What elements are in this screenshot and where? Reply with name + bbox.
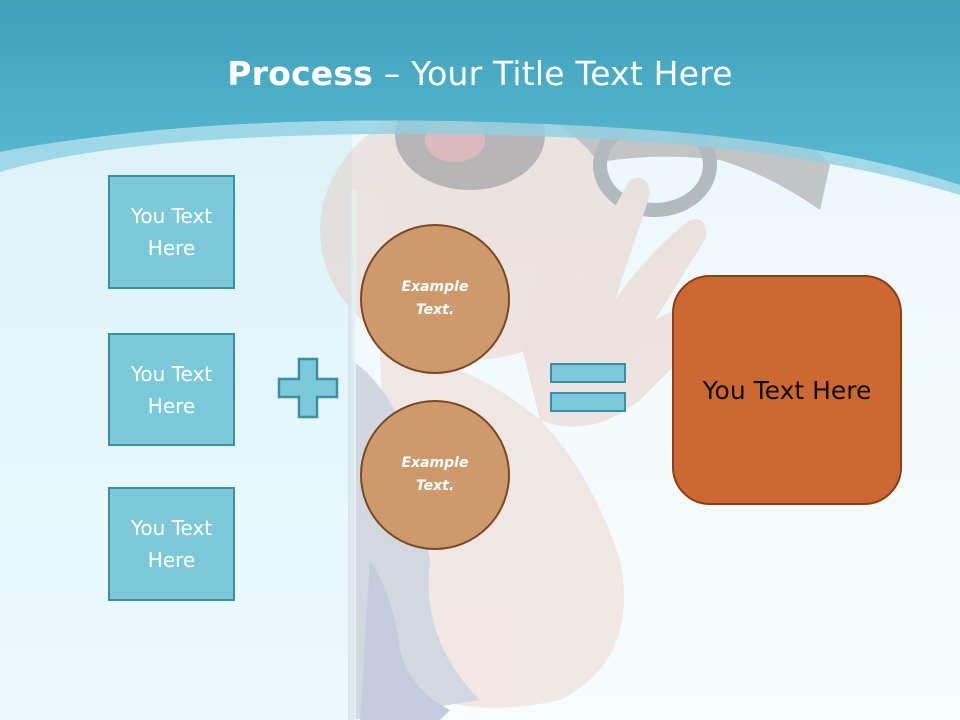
slide-title: Process – Your Title Text Here <box>0 52 960 96</box>
title-bold: Process <box>227 54 374 93</box>
equals-bar-top <box>550 363 626 383</box>
title-rest: – Your Title Text Here <box>373 54 733 93</box>
example-circle-1-label: Example Text. <box>401 279 469 318</box>
result-label: You Text Here <box>702 375 872 405</box>
equals-bar-bottom <box>550 392 626 412</box>
example-circle-1[interactable]: Example Text. <box>360 224 510 374</box>
input-box-2[interactable]: You Text Here <box>108 333 235 446</box>
example-circle-2-label: Example Text. <box>401 455 469 494</box>
input-box-2-label: You Text Here <box>130 361 213 418</box>
header-wave <box>0 0 960 195</box>
input-box-3-label: You Text Here <box>130 516 213 572</box>
input-box-3[interactable]: You Text Here <box>108 487 235 601</box>
plus-icon <box>277 357 339 419</box>
photo-edge-divider <box>348 190 356 720</box>
result-box[interactable]: You Text Here <box>672 275 902 505</box>
example-circle-2[interactable]: Example Text. <box>360 400 510 550</box>
input-box-1[interactable]: You Text Here <box>108 175 235 289</box>
input-box-1-label: You Text Here <box>130 204 213 260</box>
